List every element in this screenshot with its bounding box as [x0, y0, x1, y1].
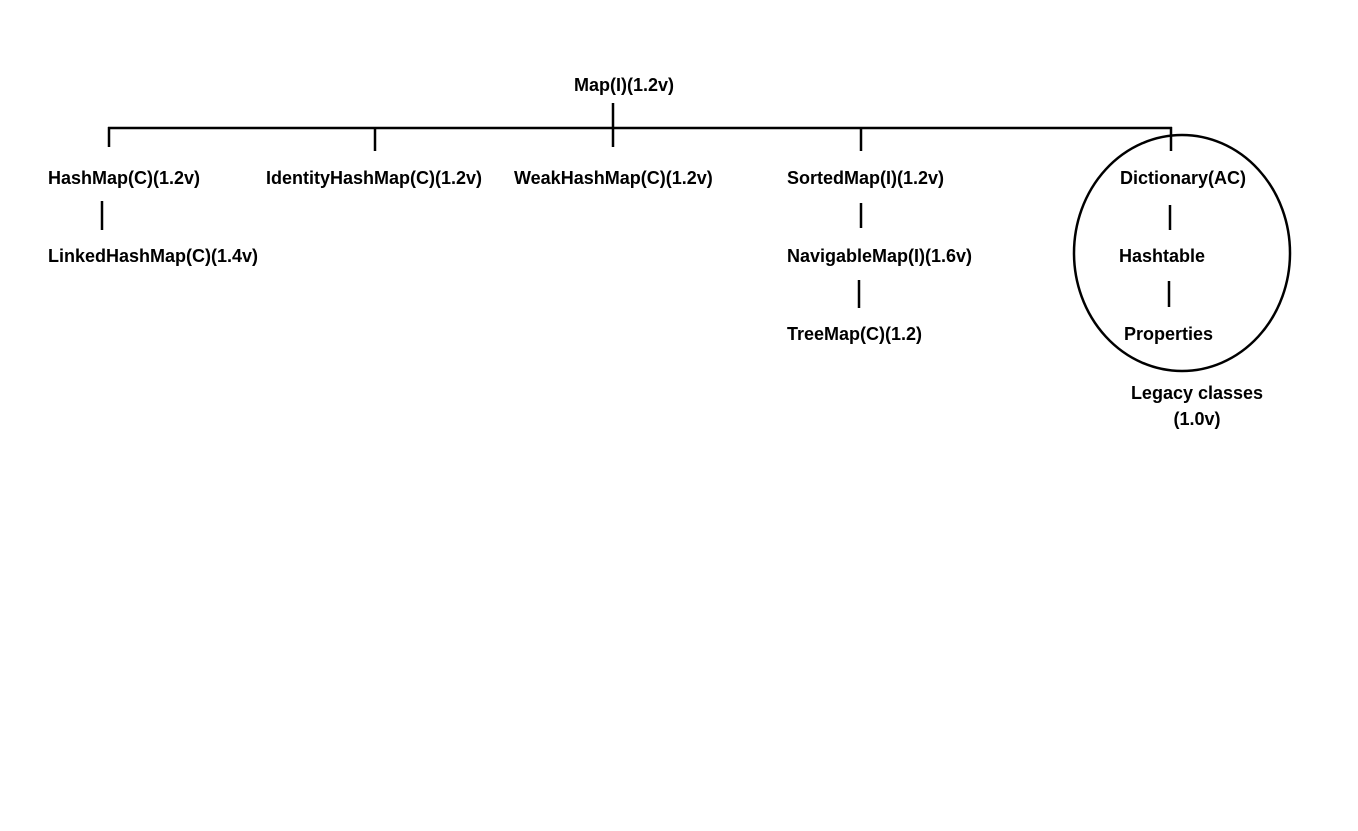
legacy-note-line2: (1.0v) — [1173, 409, 1221, 429]
node-dictionary: Dictionary(AC) — [1120, 168, 1247, 188]
node-properties: Properties — [1124, 324, 1214, 344]
node-linkedhashmap: LinkedHashMap(C)(1.4v) — [48, 246, 259, 266]
node-identityhashmap: IdentityHashMap(C)(1.2v) — [266, 168, 483, 188]
node-treemap: TreeMap(C)(1.2) — [787, 324, 923, 344]
node-hashmap: HashMap(C)(1.2v) — [48, 168, 201, 188]
node-hashtable: Hashtable — [1119, 246, 1206, 266]
node-sortedmap: SortedMap(I)(1.2v) — [787, 168, 945, 188]
legacy-note-line1: Legacy classes — [1130, 383, 1264, 403]
legacy-classes-note: Legacy classes (1.0v) — [1117, 380, 1277, 432]
node-weakhashmap: WeakHashMap(C)(1.2v) — [514, 168, 713, 188]
node-navigablemap: NavigableMap(I)(1.6v) — [787, 246, 973, 266]
legacy-group-circle — [1072, 133, 1292, 373]
node-map: Map(I)(1.2v) — [574, 75, 675, 95]
